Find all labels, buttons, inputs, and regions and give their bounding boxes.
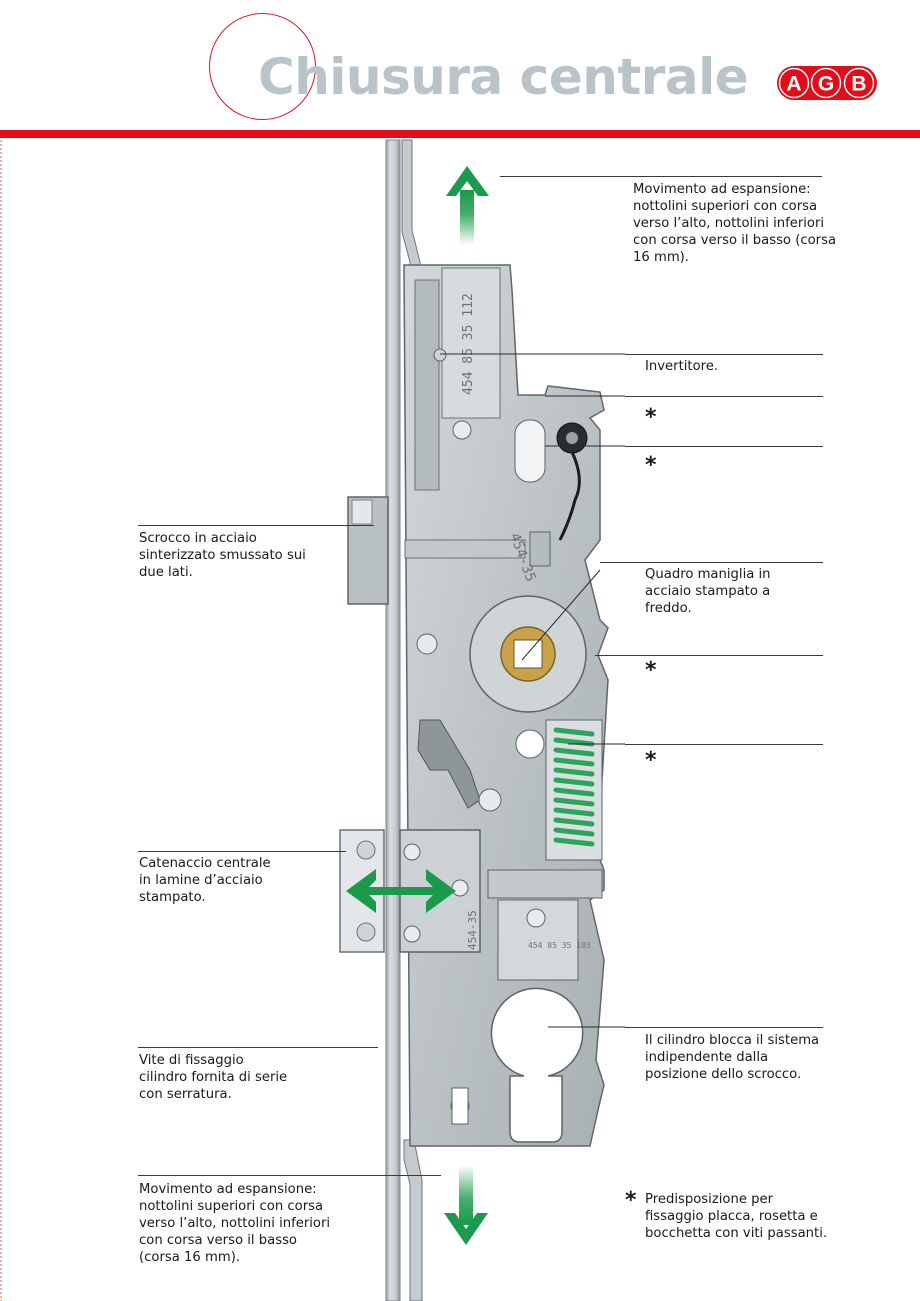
callout-top-movement: Movimento ad espansione: nottolini super… <box>633 182 837 265</box>
inverter-block <box>441 267 501 419</box>
callout-star-3: * <box>645 658 657 683</box>
callout-invertitore: Invertitore. <box>645 359 719 374</box>
rule-top-movement <box>500 176 822 177</box>
rule-vite <box>138 1047 378 1048</box>
callout-quadro: Quadro maniglia in acciaio stampato a fr… <box>645 567 771 616</box>
green-spring <box>553 727 595 847</box>
stamp-lower: 454-35 <box>466 910 479 950</box>
page-edge-dots <box>0 140 2 1301</box>
callout-cilindro: Il cilindro blocca il sistema indipenden… <box>645 1033 820 1082</box>
callout-scrocco: Scrocco in acciaio sinterizzato smussato… <box>139 531 306 580</box>
rule-cilindro <box>625 1027 823 1028</box>
rule-star4 <box>625 744 823 745</box>
svg-text:B: B <box>851 73 866 96</box>
page-title: Chiusura centrale <box>258 48 749 106</box>
callout-star-4: * <box>645 748 657 773</box>
callout-bottom-movement: Movimento ad espansione: nottolini super… <box>139 1182 331 1265</box>
rule-invertitore <box>625 354 823 355</box>
stamp-upper: 454 85 35 112 <box>461 293 476 395</box>
rule-catenaccio <box>138 851 346 852</box>
footnote-star: * <box>625 1188 637 1213</box>
stamp-small: 454 85 35 103 <box>528 941 591 950</box>
downward-movement-arrow <box>444 1165 488 1245</box>
lower-rod <box>403 1139 423 1301</box>
rule-bottom-movement <box>138 1175 441 1176</box>
callout-catenaccio: Catenaccio centrale in lamine d’acciaio … <box>139 856 271 905</box>
title-circle-ornament <box>209 13 316 120</box>
rule-quadro <box>600 562 823 563</box>
callout-star-2: * <box>645 453 657 478</box>
agb-logo: A G B <box>777 66 877 100</box>
rule-star3 <box>595 655 823 656</box>
rule-scrocco <box>138 525 374 526</box>
rule-star2 <box>625 446 823 447</box>
callout-star-1: * <box>645 405 657 430</box>
callout-vite: Vite di fissaggio cilindro fornita di se… <box>139 1053 288 1102</box>
svg-text:A: A <box>786 73 801 96</box>
deadbolt-movement-arrow <box>346 869 456 913</box>
leader-quadro <box>521 569 601 661</box>
footnote-text: Predisposizione per fissaggio placca, ro… <box>645 1192 828 1241</box>
svg-text:G: G <box>818 73 834 96</box>
faceplate <box>385 139 401 1301</box>
rule-star1 <box>625 396 823 397</box>
upward-movement-arrow <box>446 166 489 245</box>
header-red-bar <box>0 130 920 138</box>
